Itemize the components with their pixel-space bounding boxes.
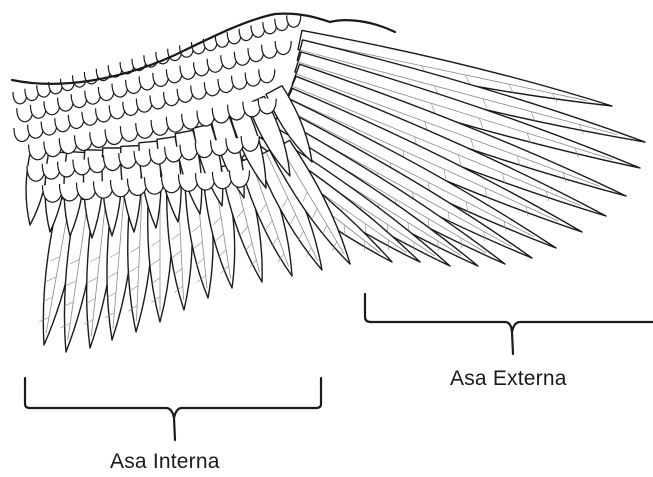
inner-wing-label: Asa Interna [110, 450, 220, 474]
scale-feather [275, 41, 291, 55]
outer-wing-bracket [365, 294, 653, 354]
outer-wing-label: Asa Externa [450, 367, 567, 391]
scale-feather [259, 69, 275, 83]
inner-wing-bracket [25, 378, 321, 440]
scale-feather [287, 15, 301, 27]
